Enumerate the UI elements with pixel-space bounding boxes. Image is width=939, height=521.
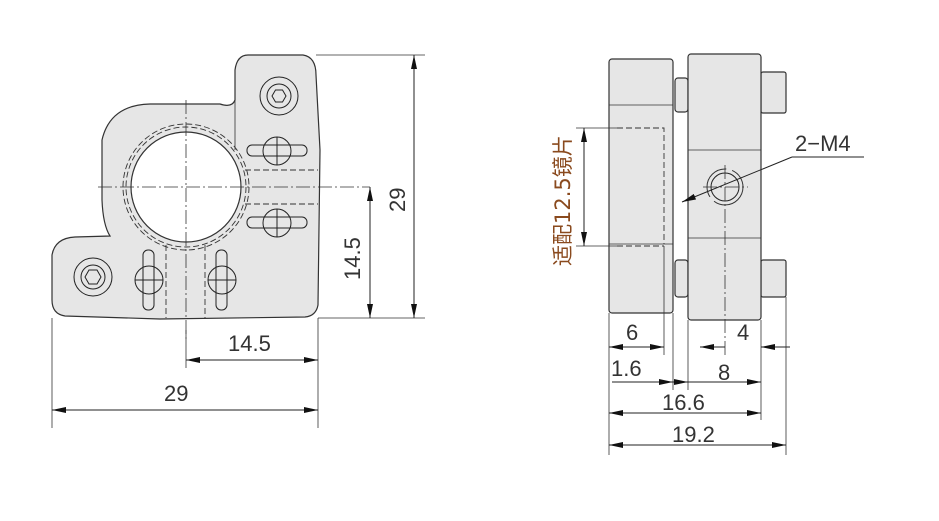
side-view: 2−M4 适配12.5镜片 6 4 1.6 8 16.6 19.2 bbox=[551, 53, 864, 455]
dim-16-6: 16.6 bbox=[662, 390, 705, 415]
lens-fit-note: 适配12.5镜片 bbox=[551, 135, 575, 266]
nut bbox=[760, 259, 787, 298]
slot-screw-icon bbox=[246, 136, 308, 166]
slot-screw-icon bbox=[134, 249, 164, 311]
screw-head bbox=[674, 77, 689, 113]
slot-screw-icon bbox=[207, 249, 237, 311]
dim-width-half: 14.5 bbox=[228, 331, 271, 356]
cap-screw-icon bbox=[73, 257, 113, 297]
dim-8: 8 bbox=[718, 360, 730, 385]
dim-19-2: 19.2 bbox=[672, 422, 715, 447]
lens-holder-block bbox=[608, 58, 674, 314]
dim-height-half: 14.5 bbox=[340, 237, 365, 280]
dim-1-6: 1.6 bbox=[611, 356, 642, 381]
dim-width-total: 29 bbox=[164, 381, 188, 406]
dim-6: 6 bbox=[626, 320, 638, 345]
screw-head bbox=[674, 259, 689, 298]
slot-screw-icon bbox=[246, 208, 308, 238]
cap-screw-icon bbox=[259, 76, 299, 116]
dim-4: 4 bbox=[737, 320, 749, 345]
front-view: 14.5 29 14.5 29 bbox=[51, 54, 425, 428]
nut bbox=[760, 71, 787, 114]
thread-callout: 2−M4 bbox=[795, 131, 851, 156]
clamp-block bbox=[687, 53, 762, 321]
dim-height-total: 29 bbox=[385, 188, 410, 212]
